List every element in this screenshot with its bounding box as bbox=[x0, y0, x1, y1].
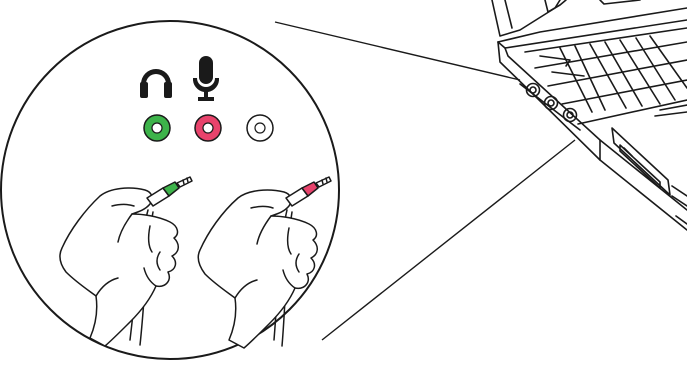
hand-microphone-plug bbox=[197, 176, 332, 349]
laptop-base bbox=[497, 7, 687, 43]
microphone-icon bbox=[192, 56, 220, 101]
line-port bbox=[246, 114, 274, 142]
card-slot bbox=[611, 127, 671, 196]
keyboard bbox=[524, 27, 687, 125]
headphone-port bbox=[143, 114, 171, 142]
laptop-lid bbox=[491, 0, 561, 37]
headphones-icon bbox=[140, 69, 172, 98]
callout-lines bbox=[274, 21, 576, 341]
microphone-port bbox=[194, 114, 222, 142]
hand-headphone-plug bbox=[59, 176, 193, 347]
laptop-side bbox=[497, 41, 687, 231]
laptop-audio-jacks bbox=[525, 82, 578, 123]
laptop bbox=[491, 0, 687, 231]
